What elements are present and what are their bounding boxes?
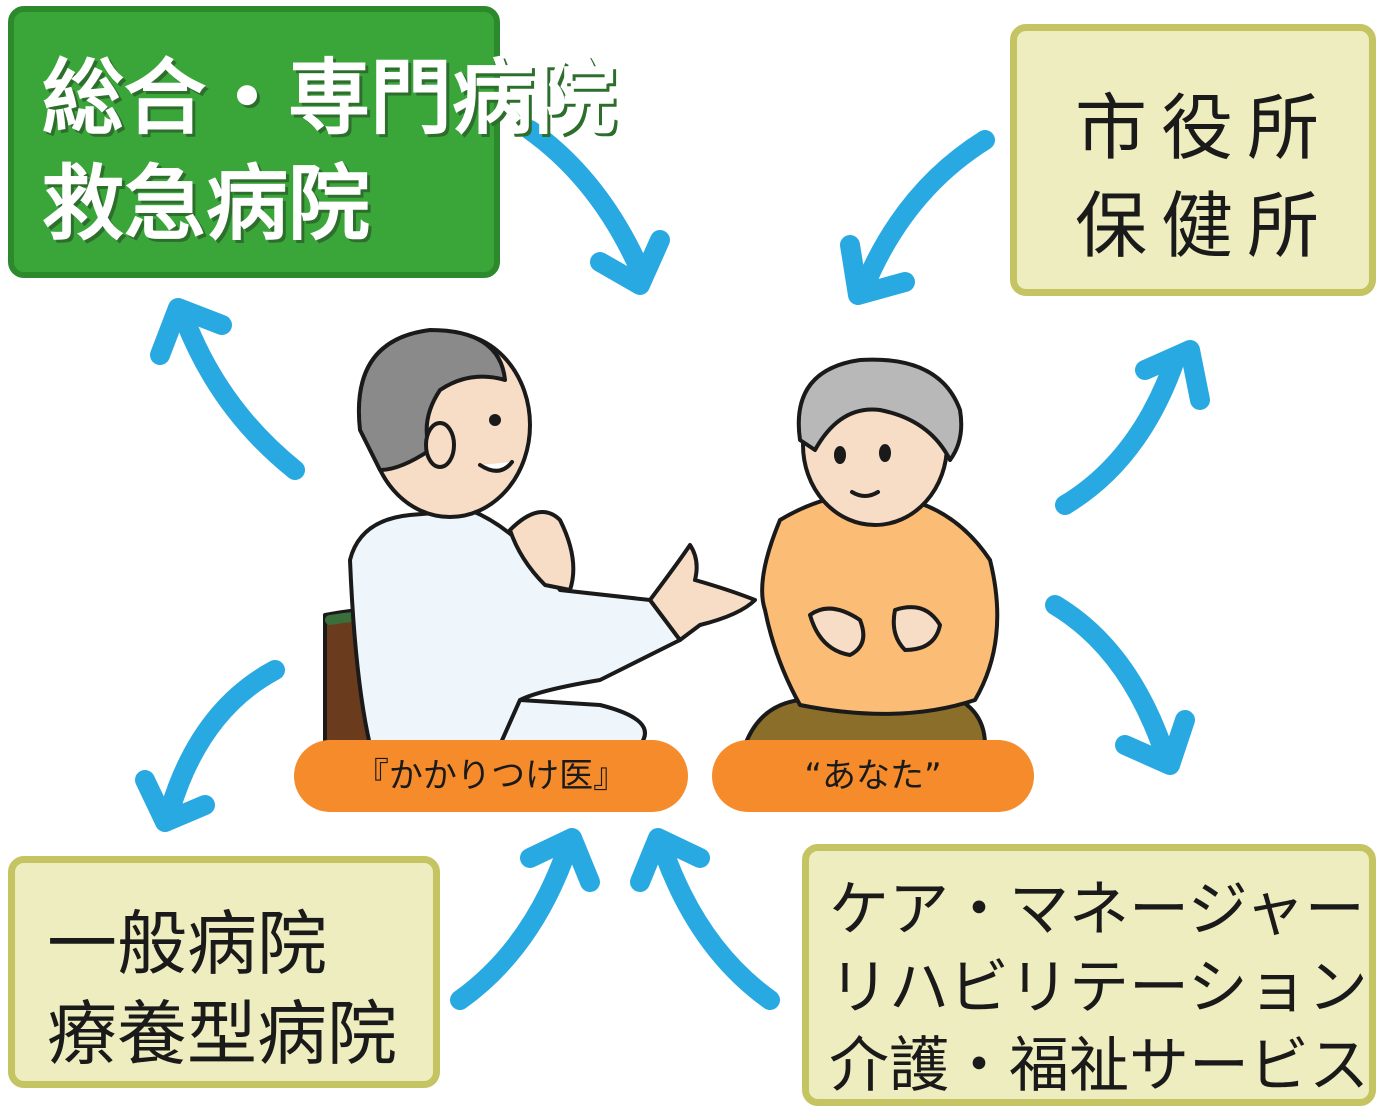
care-services-box: ケア・マネージャー リハビリテーション 介護・福祉サービス [802, 844, 1376, 1106]
health-center-label: 保健所 [1075, 184, 1334, 268]
arrow-care-to-center [630, 828, 780, 1010]
care-manager-label: ケア・マネージャー [829, 875, 1365, 945]
general-specialty-hospital-box: 総合・専門病院 救急病院 [8, 6, 617, 278]
doctor-illustration [348, 328, 757, 747]
arrow-center-to-care [1045, 595, 1195, 775]
patient-pill: “あなた” [712, 740, 1034, 812]
general-specialty-hospital-label: 総合・専門病院 [42, 51, 617, 146]
city-office-box: 市役所 保健所 [1010, 24, 1376, 296]
city-office-label: 市役所 [1075, 86, 1334, 170]
family-doctor-pill: 『かかりつけ医』 [294, 740, 688, 812]
arrow-city-to-center [840, 130, 995, 305]
patient-illustration [743, 357, 1000, 747]
arrow-center-to-green [150, 298, 305, 480]
long-term-care-hospital-label: 療養型病院 [47, 993, 397, 1075]
general-hospital-label: 一般病院 [47, 903, 327, 985]
emergency-hospital-label: 救急病院 [42, 157, 371, 252]
arrow-green-to-center [520, 120, 670, 295]
arrow-center-to-city [1055, 340, 1210, 515]
rehabilitation-label: リハビリテーション [829, 953, 1368, 1023]
arrow-center-to-general [135, 660, 285, 832]
arrow-general-to-center [450, 828, 600, 1010]
nursing-welfare-label: 介護・福祉サービス [829, 1031, 1369, 1101]
general-hospital-box: 一般病院 療養型病院 [8, 856, 440, 1088]
